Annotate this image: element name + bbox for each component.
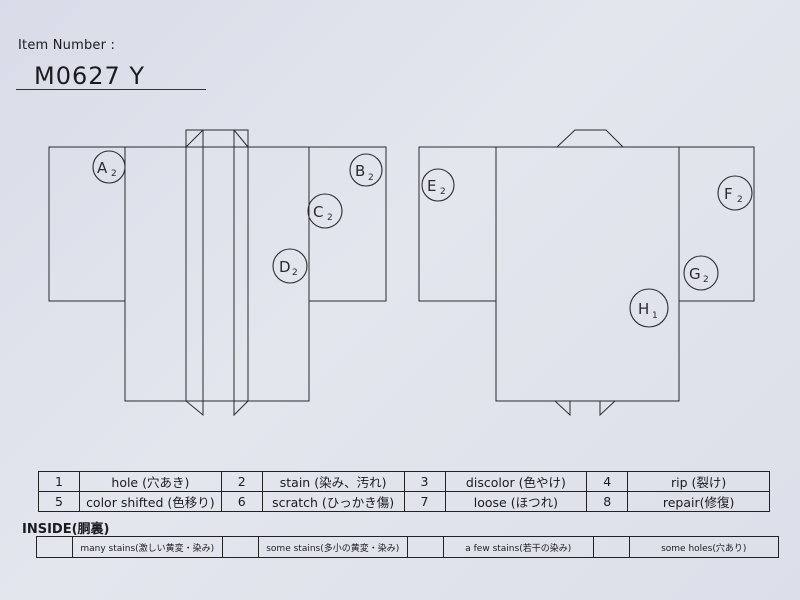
legend-text: loose (ほつれ) <box>444 491 588 512</box>
damage-legend-table: 1 hole (穴あき) 2 stain (染み、汚れ) 3 discolor … <box>38 471 770 512</box>
legend-number: 7 <box>403 491 446 512</box>
legend-number: 1 <box>38 471 80 492</box>
legend-text: discolor (色やけ) <box>444 471 588 492</box>
legend-number: 2 <box>220 471 263 492</box>
inside-checkbox[interactable] <box>592 536 630 558</box>
inside-condition-table: many stains(激しい黄変・染み) some stains(多小の黄変・… <box>36 536 779 558</box>
svg-text:H: H <box>638 300 649 318</box>
inside-label: INSIDE(胴裏) <box>22 522 110 537</box>
damage-mark-h: H 1 <box>629 288 669 328</box>
svg-text:A: A <box>97 159 108 177</box>
svg-text:E: E <box>427 177 436 195</box>
svg-text:2: 2 <box>292 268 298 278</box>
damage-mark-d: D 2 <box>272 248 308 284</box>
svg-text:G: G <box>689 265 701 283</box>
legend-number: 5 <box>38 491 80 512</box>
damage-mark-a: A 2 <box>92 150 126 184</box>
inside-checkbox[interactable] <box>221 536 259 558</box>
legend-text: hole (穴あき) <box>79 471 222 492</box>
svg-text:F: F <box>724 185 733 203</box>
inside-option: some holes(穴あり) <box>628 536 779 558</box>
legend-number: 4 <box>586 471 629 492</box>
svg-text:2: 2 <box>327 213 333 223</box>
back-right-tip <box>599 400 616 417</box>
svg-text:2: 2 <box>737 195 743 205</box>
svg-text:D: D <box>279 258 291 276</box>
item-number-underline <box>16 89 206 90</box>
legend-text: rip (裂け) <box>627 471 770 492</box>
item-number-value: M0627 Y <box>34 62 146 90</box>
svg-text:B: B <box>355 162 365 180</box>
front-left-collar <box>185 129 204 402</box>
front-right-collar <box>233 129 249 402</box>
svg-text:1: 1 <box>652 311 658 321</box>
damage-mark-g: G 2 <box>683 255 719 291</box>
svg-text:2: 2 <box>703 275 709 285</box>
back-left-sleeve <box>418 146 497 302</box>
inside-checkbox[interactable] <box>36 536 73 558</box>
legend-text: repair(修復) <box>627 491 770 512</box>
front-view <box>48 129 387 417</box>
back-collar <box>556 129 624 148</box>
front-right-sleeve <box>308 146 387 302</box>
front-collar-top <box>185 129 249 148</box>
legend-text: color shifted (色移り) <box>79 491 222 512</box>
svg-text:2: 2 <box>111 169 117 179</box>
front-right-collar-tip <box>233 400 249 417</box>
legend-text: stain (染み、汚れ) <box>261 471 405 492</box>
legend-row: 1 hole (穴あき) 2 stain (染み、汚れ) 3 discolor … <box>38 471 770 492</box>
svg-text:2: 2 <box>440 187 446 197</box>
legend-number: 3 <box>403 471 446 492</box>
legend-number: 8 <box>586 491 629 512</box>
damage-mark-b: B 2 <box>349 153 383 187</box>
legend-number: 6 <box>220 491 263 512</box>
inside-option: a few stains(若干の染み) <box>443 536 594 558</box>
back-left-tip <box>554 400 571 417</box>
front-body <box>124 146 310 402</box>
legend-text: scratch (ひっかき傷) <box>261 491 405 512</box>
svg-text:2: 2 <box>368 173 374 183</box>
inside-checkbox[interactable] <box>407 536 444 558</box>
damage-mark-c: C 2 <box>307 193 343 229</box>
garment-diagram: A 2 B 2 C 2 D 2 E 2 F 2 G <box>48 129 755 417</box>
back-view <box>418 129 755 417</box>
damage-mark-f: F 2 <box>717 175 753 211</box>
inside-option: many stains(激しい黄変・染み) <box>72 536 223 558</box>
legend-row: 5 color shifted (色移り) 6 scratch (ひっかき傷) … <box>38 491 770 512</box>
svg-text:C: C <box>313 203 323 221</box>
front-left-collar-tip <box>185 400 204 417</box>
inside-option: some stains(多小の黄変・染み) <box>257 536 408 558</box>
back-body <box>495 146 680 402</box>
damage-mark-e: E 2 <box>421 168 455 202</box>
item-number-label: Item Number : <box>18 38 116 53</box>
inside-row: many stains(激しい黄変・染み) some stains(多小の黄変・… <box>36 536 779 558</box>
